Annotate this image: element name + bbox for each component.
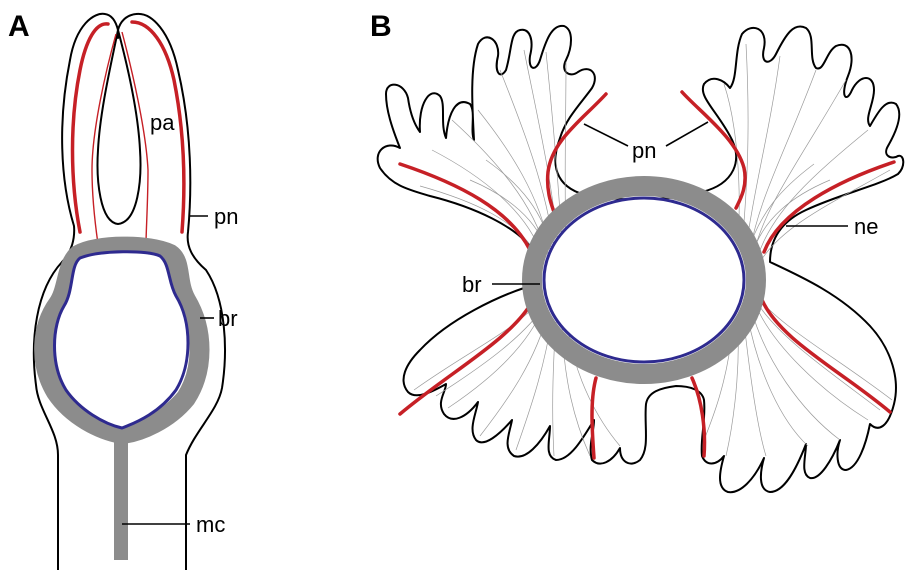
- panel-a-brain-inner: [55, 252, 189, 428]
- panel-b-brain-inner: [544, 198, 744, 362]
- panel-a-pn-left: [73, 24, 109, 232]
- panel-a-letter: A: [8, 10, 30, 43]
- panel-b-letter: B: [370, 10, 392, 43]
- panel-a-pn-inner-left: [92, 34, 116, 244]
- panel-a: A pa pn br mc: [8, 10, 238, 570]
- panel-b-label-br: br: [462, 272, 482, 297]
- panel-a-median-cord: [114, 430, 128, 560]
- panel-a-label-mc: mc: [196, 512, 225, 537]
- panel-b-label-ne: ne: [854, 214, 878, 239]
- panel-a-label-pa: pa: [150, 110, 175, 135]
- panel-b-pn-leader-left: [584, 124, 628, 146]
- panel-b: B: [370, 10, 903, 492]
- panel-b-pn-leader-right: [666, 122, 708, 146]
- panel-b-label-pn: pn: [632, 138, 656, 163]
- panel-a-label-br: br: [218, 306, 238, 331]
- panel-a-lobe-inner-outline: [98, 30, 141, 224]
- panel-a-label-pn: pn: [214, 204, 238, 229]
